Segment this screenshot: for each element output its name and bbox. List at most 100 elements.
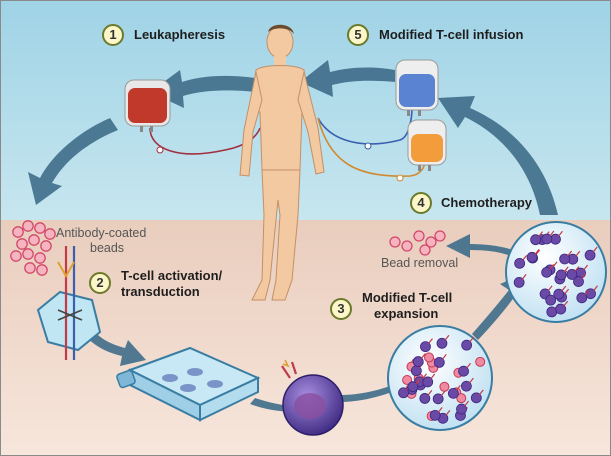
bead xyxy=(40,240,52,252)
dish-t-cell xyxy=(514,257,526,269)
car-receptor xyxy=(557,230,563,237)
dish-t-cell xyxy=(555,269,567,281)
car-receptor xyxy=(592,246,598,253)
car-receptor xyxy=(478,389,484,396)
car-receptor xyxy=(538,231,544,238)
car-receptor xyxy=(427,390,433,396)
dish-t-cell xyxy=(530,234,541,246)
blood-bag-icon xyxy=(124,79,171,154)
bead xyxy=(16,238,28,250)
car-receptor xyxy=(549,263,555,270)
dish-t-cell xyxy=(433,357,445,368)
dish-t-cell xyxy=(398,387,409,399)
step-4-label: Chemotherapy xyxy=(441,195,533,210)
car-receptor xyxy=(581,273,586,279)
bead xyxy=(34,222,46,234)
activation-hexagon-icon xyxy=(36,246,102,360)
dish-t-cell xyxy=(456,403,467,415)
arrow-to-infusion-bag xyxy=(438,96,558,215)
arrow-bead-removal xyxy=(446,234,520,258)
dish-t-cell xyxy=(526,251,538,263)
dish-t-cell xyxy=(541,233,553,245)
blood-tube xyxy=(149,127,261,155)
dish-t-cell xyxy=(461,339,473,351)
dish-t-cell xyxy=(545,294,557,306)
dish-t-cell xyxy=(412,356,424,367)
dish-t-cell xyxy=(429,409,441,421)
step-2-label-line2: transduction xyxy=(121,284,200,299)
dish-t-cell xyxy=(513,276,525,288)
car-receptor xyxy=(549,230,555,237)
car-receptor xyxy=(574,266,580,272)
dish-t-cell xyxy=(555,303,567,315)
final-dish-icon xyxy=(505,221,607,323)
step-3-label-line2: expansion xyxy=(374,306,439,321)
dish-t-cell xyxy=(576,292,588,304)
car-receptor xyxy=(521,274,527,280)
car-receptor xyxy=(583,264,589,271)
car-receptor xyxy=(534,248,540,255)
dish-t-cell xyxy=(559,253,571,265)
car-receptor xyxy=(552,261,558,268)
patient-legs xyxy=(251,169,301,301)
step-3-badge: 3 xyxy=(330,298,352,320)
car-receptor xyxy=(468,377,474,384)
patient-figure xyxy=(239,24,325,301)
dish-t-cell xyxy=(553,288,565,300)
tcell-infusion-bag-icon xyxy=(364,59,439,150)
car-receptor xyxy=(547,285,553,292)
patient-left-arm xyxy=(239,71,263,177)
car-receptor xyxy=(441,354,447,360)
dish-t-cell xyxy=(470,392,482,404)
car-receptor xyxy=(430,373,436,380)
car-receptor xyxy=(584,289,590,296)
tcell-tube xyxy=(317,107,413,145)
bead xyxy=(10,250,22,262)
step-5-label: Modified T-cell infusion xyxy=(379,27,524,42)
step-2-label-line1: T-cell activation/ xyxy=(121,268,223,283)
step-1-label: Leukapheresis xyxy=(134,27,226,42)
car-receptor xyxy=(455,384,461,391)
car-receptor xyxy=(522,254,528,261)
car-receptor xyxy=(437,406,443,413)
dish-t-cell xyxy=(432,393,444,405)
dish-t-cell xyxy=(422,376,434,388)
car-receptor xyxy=(564,288,570,295)
bead xyxy=(36,264,48,276)
arrow-to-person xyxy=(300,60,395,97)
bead xyxy=(34,252,46,264)
chemotherapy-bag-icon xyxy=(396,119,447,182)
car-receptor xyxy=(427,338,433,344)
car-receptor xyxy=(593,285,599,292)
beads-label-line2: beads xyxy=(90,241,125,255)
dish-t-cell xyxy=(584,249,596,261)
arrow-to-beads xyxy=(28,118,118,205)
car-receptor xyxy=(561,285,567,292)
car-receptor xyxy=(464,400,469,407)
car-receptor xyxy=(420,353,426,359)
culture-flask-icon xyxy=(116,346,261,422)
car-receptor xyxy=(444,334,450,341)
car-receptor xyxy=(563,300,569,307)
bead xyxy=(22,220,34,232)
patient-right-arm xyxy=(297,71,325,175)
bead-removal-label: Bead removal xyxy=(381,256,459,270)
car-receptor xyxy=(421,373,427,380)
arrow-to-blood-bag xyxy=(150,70,255,108)
dish-t-cell xyxy=(420,341,431,353)
car-receptor xyxy=(563,266,569,273)
removed-beads xyxy=(389,230,446,256)
bead xyxy=(12,226,24,238)
bead xyxy=(22,248,34,260)
car-receptor xyxy=(575,250,581,257)
car-receptor xyxy=(567,250,573,257)
dish-bead xyxy=(456,393,467,404)
dish-t-cell xyxy=(407,381,419,393)
dish-bead xyxy=(424,352,435,363)
dish-t-cell xyxy=(566,269,578,280)
dish-t-cell xyxy=(460,380,472,392)
dish-bead xyxy=(475,356,486,367)
step-5-badge: 5 xyxy=(347,24,369,46)
